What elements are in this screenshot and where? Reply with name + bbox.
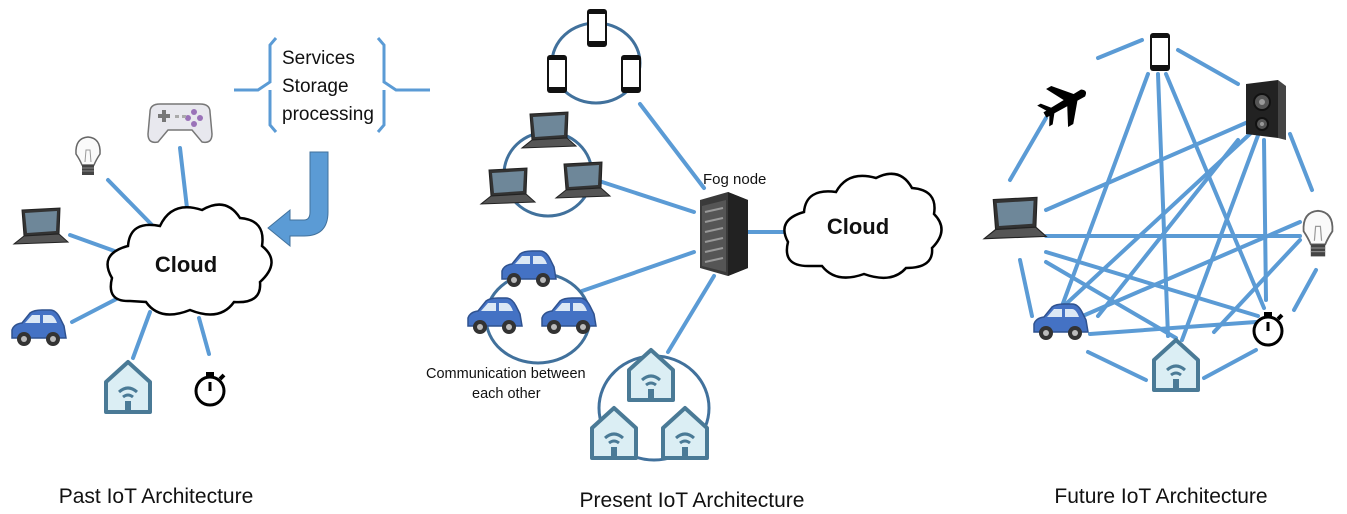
present-architecture: Fog node Cloud Communication between eac… — [426, 9, 943, 512]
smart-home-icon — [104, 360, 152, 414]
car-icon — [467, 297, 523, 335]
speaker-icon — [1246, 80, 1286, 140]
brace-line-services: Services — [282, 48, 355, 69]
brace-line-processing: processing — [282, 104, 374, 125]
past-caption: Past IoT Architecture — [59, 485, 254, 508]
airplane-icon — [1037, 85, 1087, 128]
present-cloud: Cloud — [783, 172, 943, 280]
comm-label-line2: each other — [472, 386, 541, 402]
lightbulb-icon — [75, 136, 101, 176]
present-laptop-group — [480, 111, 611, 205]
present-cloud-label: Cloud — [827, 214, 889, 239]
phone-icon — [587, 9, 607, 47]
past-links — [68, 146, 211, 360]
future-mesh-links — [1008, 38, 1318, 382]
services-brace: Services Storage processing — [234, 37, 430, 133]
laptop-icon — [480, 167, 536, 205]
server-rack-icon — [700, 192, 748, 276]
laptop-icon — [521, 111, 577, 149]
present-car-group — [467, 250, 597, 335]
future-architecture: Future IoT Architecture — [983, 33, 1334, 508]
present-house-group — [590, 348, 709, 460]
past-cloud: Cloud — [106, 203, 273, 316]
car-icon — [541, 297, 597, 335]
brace-line-storage: Storage — [282, 76, 349, 97]
past-cloud-label: Cloud — [155, 252, 217, 277]
present-phone-group — [547, 9, 641, 93]
down-left-arrow — [267, 151, 329, 248]
gamepad-icon — [147, 103, 213, 144]
fog-node-label: Fog node — [703, 171, 766, 188]
comm-label-line1: Communication between — [426, 366, 586, 382]
past-architecture: Cloud Services Storage processing — [11, 37, 430, 508]
phone-icon — [621, 55, 641, 93]
smart-home-icon — [1152, 338, 1200, 392]
present-links — [580, 102, 790, 354]
future-caption: Future IoT Architecture — [1054, 485, 1267, 508]
laptop-icon — [983, 196, 1047, 240]
laptop-icon — [13, 207, 69, 245]
phone-icon — [547, 55, 567, 93]
car-icon — [11, 309, 67, 347]
car-icon — [1033, 303, 1089, 341]
phone-icon — [1150, 33, 1170, 71]
lightbulb-icon — [1302, 209, 1334, 258]
present-caption: Present IoT Architecture — [580, 489, 805, 512]
smart-home-icon — [661, 406, 709, 460]
stopwatch-icon — [194, 370, 226, 407]
car-icon — [501, 250, 557, 288]
